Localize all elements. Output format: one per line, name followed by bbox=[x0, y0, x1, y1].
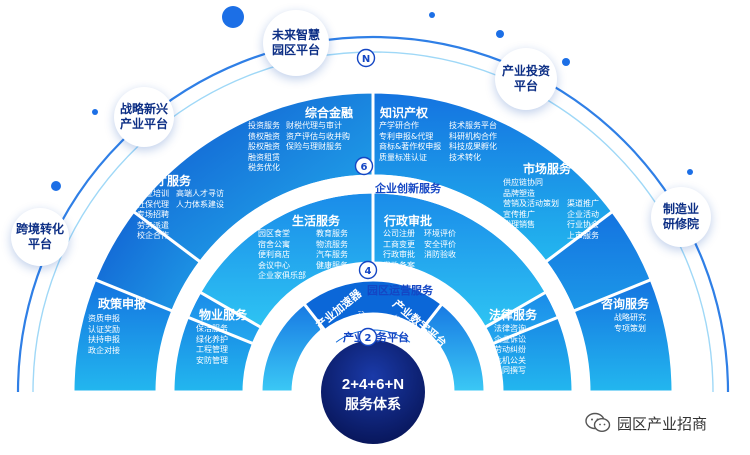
segment-life-items-right: 教育服务 物流服务 汽车服务 健康服务 bbox=[316, 229, 348, 270]
center-core bbox=[321, 340, 425, 444]
segment-finance-title: 综合金融 bbox=[305, 106, 354, 120]
badge-n: N bbox=[356, 48, 376, 68]
segment-policy-title: 政策申报 bbox=[98, 297, 147, 311]
segment-finance-items-right: 财税代理与审计 资产评估与收并购 保险与理财服务 bbox=[286, 121, 350, 151]
band-six bbox=[155, 174, 591, 393]
watermark-text: 园区产业招商 bbox=[617, 414, 708, 433]
segment-market-items-right: 渠道推广 企业活动 行业协会 上市服务 bbox=[567, 199, 599, 240]
badge-four: 4 bbox=[358, 260, 378, 280]
segment-finance-items-left: 投资服务 债权融资 股权融资 融资租赁 税务优化 bbox=[248, 121, 280, 172]
ring-label-four: 园区运营服务 bbox=[367, 283, 434, 297]
segment-ip-title: 知识产权 bbox=[380, 106, 429, 120]
segment-admin-title: 行政审批 bbox=[384, 214, 433, 228]
svg-text:2: 2 bbox=[365, 333, 372, 344]
center-line2: 服务体系 bbox=[345, 396, 401, 413]
segment-legal-title: 法律服务 bbox=[489, 308, 538, 322]
segment-life-title: 生活服务 bbox=[292, 214, 341, 228]
wechat-icon bbox=[585, 412, 611, 433]
segment-consult-title: 咨询服务 bbox=[601, 297, 650, 311]
svg-text:6: 6 bbox=[361, 162, 368, 173]
segment-admin-items-right: 环境评价 安全评价 消防验收 bbox=[424, 229, 456, 259]
center-line1: 2+4+6+N bbox=[342, 376, 404, 393]
ring-label-six: 企业创新服务 bbox=[374, 181, 442, 195]
segment-admin-items-left: 公司注册 工商变更 行政审批 发改备案 bbox=[383, 229, 415, 270]
bubble-strategic: 战略新兴 产业平台 bbox=[114, 87, 174, 147]
svg-text:N: N bbox=[362, 54, 370, 65]
watermark: 园区产业招商 bbox=[585, 412, 707, 434]
segment-property-items: 保洁服务 绿化养护 工程管理 安防管理 bbox=[196, 324, 228, 365]
segment-market-items-left: 供应链协同 品牌塑造 营销及活动策划 宣传推广 代理销售 bbox=[503, 178, 559, 229]
segment-talent-items-left: 专业培训 社保代理 专场招聘 劳务派遣 校企合作 bbox=[137, 189, 169, 240]
segment-ip-items-right: 技术服务平台 科研机构合作 科技成果孵化 技术转化 bbox=[449, 121, 497, 162]
bubble-crossborder: 跨境转化 平台 bbox=[11, 208, 69, 266]
segment-policy-items: 资质申报 认证奖励 扶持申报 政企对接 bbox=[88, 314, 120, 355]
badge-two: 2 bbox=[358, 327, 378, 347]
segment-property-title: 物业服务 bbox=[199, 308, 248, 322]
segment-life-items-left: 园区食堂 宿舍公寓 便利商店 会议中心 企业家俱乐部 bbox=[258, 229, 306, 280]
segment-legal-items: 法律咨询 企业诉讼 劳动纠纷 危机公关 合同撰写 bbox=[494, 324, 526, 375]
svg-text:4: 4 bbox=[365, 266, 372, 277]
segment-market-title: 市场服务 bbox=[523, 162, 572, 176]
bubble-future: 未来智慧 园区平台 bbox=[263, 10, 329, 76]
segment-talent-items-right: 高端人才寻访 人力体系建设 bbox=[176, 189, 224, 209]
segment-talent-title: 人才服务 bbox=[143, 174, 192, 188]
band-two bbox=[293, 312, 453, 393]
bubble-manufacturing: 制造业 研修院 bbox=[651, 187, 711, 247]
badge-six: 6 bbox=[354, 156, 374, 176]
segment-ip-items-left: 产学研合作 专利申报&代理 商标&著作权申报 质量标准认证 bbox=[379, 121, 442, 162]
bubble-investment: 产业投资 平台 bbox=[495, 48, 557, 110]
segment-consult-items: 战略研究 专项策划 bbox=[614, 313, 646, 333]
